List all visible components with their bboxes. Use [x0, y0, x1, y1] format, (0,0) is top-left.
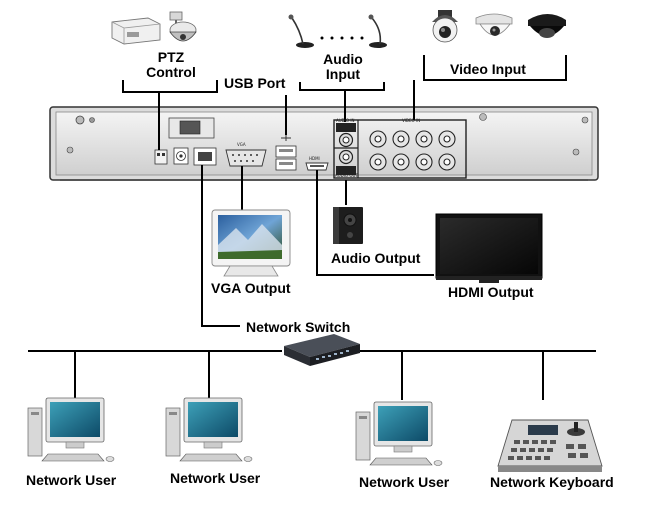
- keyboard-controller-icon: [497, 419, 603, 472]
- connection-lines: [28, 55, 596, 400]
- panel-mark-vga: VGA: [237, 142, 246, 147]
- audio-input-label: Audio Input: [300, 52, 386, 82]
- network-keyboard-label: Network Keyboard: [490, 474, 614, 490]
- hdmi-output-label: HDMI Output: [448, 284, 534, 300]
- network-user-label: Network User: [359, 474, 450, 490]
- dome-camera-icon: [475, 13, 513, 36]
- network-switch-label: Network Switch: [246, 319, 351, 335]
- network-user-label: Network User: [26, 472, 117, 488]
- microphone-icon: [288, 14, 314, 48]
- dome-camera-icon: [432, 10, 458, 43]
- usb-port-label: USB Port: [224, 75, 286, 91]
- panel-mark-hdmi: HDMI: [309, 156, 320, 161]
- ptz-decoder-box-icon: [111, 17, 161, 45]
- panel-mark-audio-in: AUDIO IN: [336, 118, 355, 123]
- audio-input-line1: Audio: [323, 51, 363, 67]
- ptz-label-line1: PTZ: [157, 49, 185, 65]
- vga-output-label: VGA Output: [211, 280, 291, 296]
- video-input-label: Video Input: [450, 61, 526, 77]
- audio-input-line2: Input: [325, 66, 361, 82]
- microphone-icon: [368, 14, 387, 48]
- panel-mark-audio-out: AUDIO OUT: [335, 173, 358, 178]
- ptz-control-label: PTZ Control: [128, 50, 214, 80]
- dvr-rear-panel: [49, 106, 599, 181]
- monitor-icon: [211, 209, 291, 277]
- panel-mark-video-in: VIDEO IN: [402, 118, 421, 123]
- ptz-label-line2: Control: [146, 64, 196, 80]
- network-switch-icon: [284, 334, 360, 366]
- speaker-icon: [333, 207, 363, 244]
- microphone-dots: [320, 36, 364, 40]
- dome-camera-icon: [528, 14, 566, 38]
- network-user-label: Network User: [170, 470, 261, 486]
- audio-output-label: Audio Output: [331, 250, 421, 266]
- ptz-dome-camera-icon: [169, 11, 197, 42]
- tv-icon: [435, 213, 543, 283]
- desktop-computer-icon: [355, 401, 443, 466]
- desktop-computer-icon: [27, 397, 115, 462]
- desktop-computer-icon: [165, 397, 253, 462]
